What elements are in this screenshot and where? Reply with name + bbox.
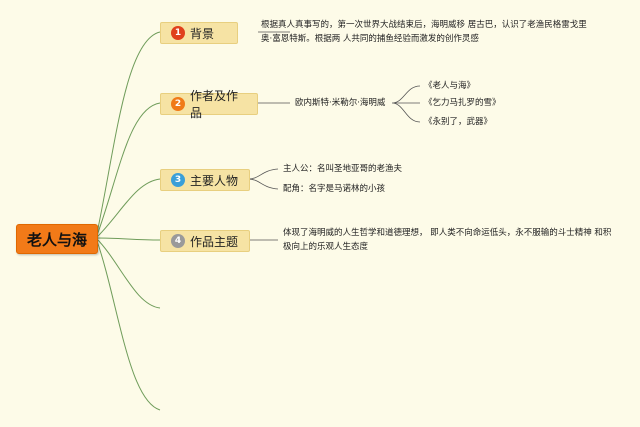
branch-label: 主要人物 [190, 173, 239, 188]
character-item: 配角：名字是马诺林的小孩 [283, 184, 386, 194]
branch-background[interactable]: 1 背景 [160, 22, 238, 44]
work-item: 《永别了，武器》 [424, 117, 493, 127]
number-badge: 4 [171, 234, 185, 248]
connector-author-works [391, 85, 421, 123]
connector-root-author [95, 102, 161, 239]
branch-theme[interactable]: 4 作品主题 [160, 230, 250, 252]
work-item: 《老人与海》 [424, 81, 476, 91]
branch-characters[interactable]: 3 主要人物 [160, 169, 250, 191]
connector-root-background [95, 31, 161, 239]
character-item: 主人公：名叫圣地亚哥的老渔夫 [283, 164, 403, 174]
connector-root-empty-1 [95, 237, 161, 309]
branch-label: 背景 [190, 26, 215, 41]
author-name: 欧内斯特·米勒尔·海明威 [295, 98, 386, 108]
branch-author-works[interactable]: 2 作者及作品 [160, 89, 258, 120]
background-text: 根据真人真事写的，第一次世界大战结束后，海明威移 居古巴，认识了老渔民格雷戈里奥… [261, 20, 587, 44]
root-node[interactable]: 老人与海 [16, 224, 98, 254]
connector-characters-items [247, 168, 279, 190]
root-label: 老人与海 [26, 230, 87, 249]
work-item: 《乞力马扎罗的雪》 [424, 98, 501, 108]
connector-root-empty-2 [95, 237, 161, 411]
theme-text: 体现了海明威的人生哲学和道德理想， 即人类不向命运低头，永不服输的斗士精神 和积… [283, 228, 612, 252]
connector-root-characters [95, 178, 161, 239]
number-badge: 3 [171, 173, 185, 187]
number-badge: 2 [171, 97, 185, 111]
branch-label: 作者及作品 [190, 89, 239, 120]
number-badge: 1 [171, 26, 185, 40]
connector-root-theme [95, 237, 161, 241]
branch-label: 作品主题 [190, 234, 239, 249]
